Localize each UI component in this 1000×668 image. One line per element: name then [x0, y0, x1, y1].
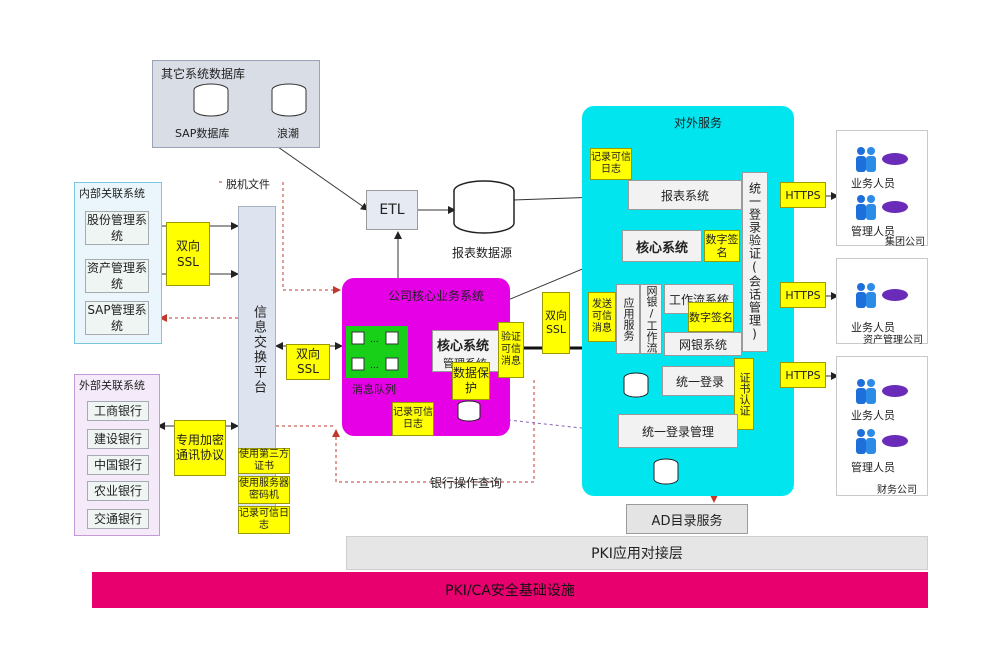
core-title: 公司核心业务系统 [388, 289, 485, 303]
bank-0: 工商银行 [87, 401, 149, 421]
group2-org: 财务公司 [877, 485, 917, 496]
external-protocol-badge: 专用加密通讯协议 [174, 420, 226, 476]
digital-sign-badge-2: 数字签名 [688, 302, 734, 332]
bank-2: 中国银行 [87, 455, 149, 475]
group0-user-0: 业务人员 [851, 177, 895, 190]
https-badge-1: HTTPS [780, 182, 826, 208]
ext-log-badge: 记录可信日志 [590, 148, 632, 180]
sso-mgmt-box: 统一登录管理 [618, 414, 738, 448]
users-key-icon [856, 429, 908, 454]
https-badge-2: HTTPS [780, 282, 826, 308]
sso-database-icon [653, 458, 679, 485]
internal-system-1: 资产管理系统 [85, 259, 149, 293]
report-db-label: 报表数据源 [452, 246, 513, 260]
group2-user-0: 业务人员 [851, 409, 895, 422]
https-badge-3: HTTPS [780, 362, 826, 388]
app-service-box: 应用服务 [616, 284, 640, 354]
internal-ssl-badge: 双向SSL [166, 222, 210, 286]
users-key-icon [856, 283, 908, 308]
unified-auth-label: 统一登录验证(会话管理) [747, 182, 762, 342]
netbank-system-box: 网银系统 [664, 332, 742, 356]
users-key-icon [856, 195, 908, 220]
mq-label: 消息队列 [352, 383, 396, 396]
bank-query-label: 银行操作查询 [430, 476, 503, 490]
core-ssl-right-badge: 双向SSL [542, 292, 570, 354]
svg-text:...: ... [370, 361, 379, 371]
users-key-icon [856, 379, 908, 404]
database-icon [193, 83, 229, 117]
queue-cubes-icon: ... ... [351, 331, 399, 371]
core-database-icon [457, 400, 481, 422]
group1-org: 资产管理公司 [863, 335, 923, 346]
langchao-label: 浪潮 [277, 127, 299, 140]
asset-company-panel: 业务人员 资产管理公司 [836, 258, 928, 346]
exchange-title: 信息交换平台 [251, 305, 266, 395]
other-db-title: 其它系统数据库 [161, 67, 246, 81]
sap-db-label: SAP数据库 [175, 127, 230, 140]
sso-box: 统一登录 [662, 366, 738, 396]
netbank-workflow-box: 网银/工作流 [640, 284, 662, 354]
verify-msg-badge: 验证可信消息 [498, 322, 524, 378]
external-title: 外部关联系统 [79, 379, 145, 392]
core-system-label: 核心系统 [437, 339, 490, 354]
data-protect-badge: 数据保护 [452, 362, 490, 400]
send-msg-badge: 发送可信消息 [588, 292, 616, 342]
cert-auth-label: 证书认证 [738, 372, 751, 416]
svg-text:...: ... [370, 335, 379, 345]
message-queue: ... ... [346, 326, 408, 378]
group1-user-0: 业务人员 [851, 321, 895, 334]
exchange-note-2: 记录可信日志 [238, 506, 290, 534]
bank-4: 交通银行 [87, 509, 149, 529]
pki-layer: PKI应用对接层 [346, 536, 928, 570]
exchange-note-1: 使用服务器密码机 [238, 476, 290, 504]
other-systems-db-panel: 其它系统数据库 SAP数据库 浪潮 [152, 60, 320, 148]
report-system-box: 报表系统 [628, 180, 742, 210]
pki-infra: PKI/CA安全基础设施 [92, 572, 928, 608]
finance-company-panel: 业务人员 管理人员 财务公司 [836, 356, 928, 496]
external-systems-panel: 外部关联系统 工商银行 建设银行 中国银行 农业银行 交通银行 [74, 374, 160, 536]
internal-systems-panel: 内部关联系统 股份管理系统 资产管理系统 SAP管理系统 [74, 182, 162, 344]
offline-file-label: 脱机文件 [226, 178, 270, 191]
ext-core-system-box: 核心系统 [622, 230, 702, 262]
core-ssl-left-badge: 双向SSL [286, 344, 330, 380]
users-key-icon [856, 147, 908, 172]
unified-auth-box: 统一登录验证(会话管理) [742, 172, 768, 352]
ad-service-box: AD目录服务 [626, 504, 748, 534]
internal-system-0: 股份管理系统 [85, 211, 149, 245]
internal-system-2: SAP管理系统 [85, 301, 149, 335]
app-service-label: 应用服务 [622, 297, 635, 341]
bank-1: 建设银行 [87, 429, 149, 449]
digital-sign-badge-1: 数字签名 [704, 230, 740, 262]
netbank-workflow-label: 网银/工作流 [645, 285, 658, 353]
etl-box: ETL [366, 190, 418, 230]
ext-database-icon [623, 372, 649, 398]
group-company-panel: 业务人员 管理人员 集团公司 [836, 130, 928, 248]
cert-auth-badge: 证书认证 [734, 358, 754, 430]
group0-user-1: 管理人员 [851, 225, 895, 238]
bank-3: 农业银行 [87, 481, 149, 501]
database-icon [271, 83, 307, 117]
group0-org: 集团公司 [885, 237, 925, 248]
external-service-title: 对外服务 [674, 116, 723, 130]
exchange-note-0: 使用第三方证书 [238, 448, 290, 474]
group2-user-1: 管理人员 [851, 461, 895, 474]
report-database-icon [453, 180, 515, 234]
core-log-badge: 记录可信日志 [392, 402, 434, 436]
internal-title: 内部关联系统 [79, 187, 145, 200]
